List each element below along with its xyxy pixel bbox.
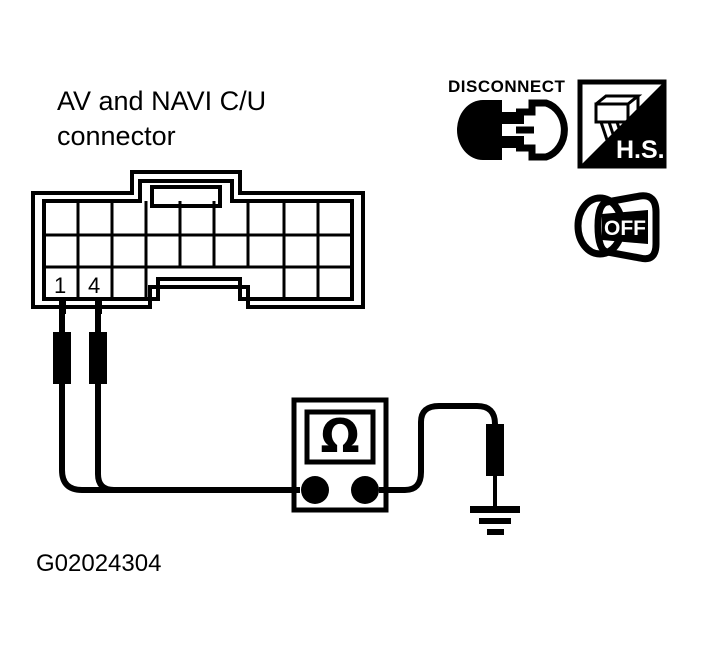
- ohmmeter: Ω: [291, 397, 389, 513]
- wire-pin-1: [59, 300, 300, 493]
- meter-terminal-right: [351, 476, 379, 504]
- pin-stub-1: [59, 300, 66, 314]
- ignition-off-label: OFF: [604, 217, 646, 240]
- meter-terminal-left: [301, 476, 329, 504]
- plug-socket-icon: [457, 100, 524, 160]
- page-title-line1: AV and NAVI C/U: [57, 86, 266, 116]
- wire-ground: [379, 403, 498, 493]
- page-title-line2: connector: [57, 121, 176, 151]
- connector-outer-shell: [31, 170, 365, 309]
- meter-ohm-symbol: Ω: [320, 409, 359, 463]
- pin-label-1: 1: [54, 273, 66, 298]
- connector-harness-icon: [594, 94, 643, 141]
- probe-body-pin-4: [89, 332, 107, 384]
- ignition-key-body-icon: [594, 192, 660, 263]
- pin-label-4: 4: [88, 273, 100, 298]
- harness-side-badge: H.S.: [577, 79, 667, 169]
- disconnect-badge: DISCONNECT: [448, 77, 568, 161]
- meter-body: [291, 397, 389, 513]
- ignition-off-badge: OFF: [574, 192, 660, 263]
- ignition-off-plate: [602, 210, 648, 244]
- probe-wiring: [53, 300, 300, 493]
- pin-stub-4: [95, 300, 102, 314]
- disconnect-label: DISCONNECT: [448, 77, 566, 96]
- connector-latch-slot: [150, 185, 222, 208]
- figure-caption: G02024304: [36, 550, 161, 577]
- hs-label: H.S.: [616, 136, 665, 164]
- ground-bar-2: [479, 518, 511, 524]
- ground-lead: [379, 403, 520, 535]
- ground-bar-3: [487, 529, 504, 535]
- meter-display: [304, 409, 376, 465]
- wire-pin-4: [95, 300, 300, 493]
- probe-body-pin-1: [53, 332, 71, 384]
- probe-body-ground: [486, 424, 504, 476]
- connector-inner-shell: [42, 179, 354, 301]
- ground-bar-1: [470, 506, 520, 513]
- plug-body-icon: [516, 99, 568, 161]
- hs-box-fill: [580, 82, 664, 166]
- connector-diagram: 1 4: [31, 170, 365, 309]
